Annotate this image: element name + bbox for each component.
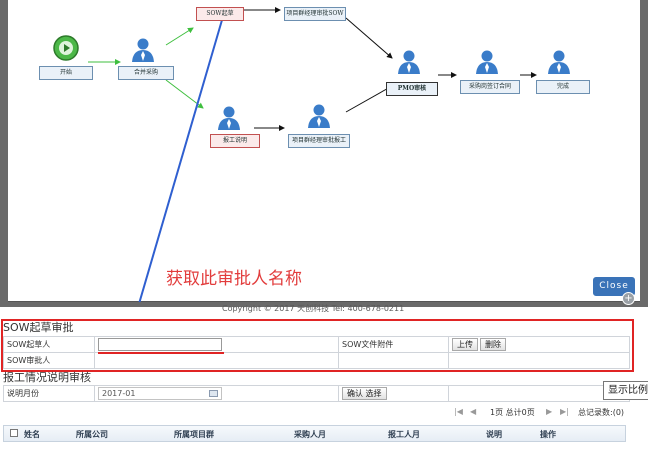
report-note-label: 报工说明 [210,134,260,148]
edge-merge-sow [165,27,194,46]
select-all-checkbox[interactable] [10,429,18,437]
report-form-table: 说明月份 2017-01 确认 选择 [3,385,630,402]
start-node-icon[interactable] [52,34,80,62]
confirm-select-button[interactable]: 确认 选择 [342,387,387,400]
merge-purchase-label: 合并采购 [118,66,174,80]
col-company[interactable]: 所属公司 [76,430,108,439]
pm-review-report-person-icon[interactable] [306,102,332,128]
total-records: 总记录数:(0) [578,408,625,417]
pm-review-sow-label: 项目群经理审批SOW [284,7,346,21]
col-purchase-months[interactable]: 采购人月 [294,430,326,439]
col-project-group[interactable]: 所属项目群 [174,430,214,439]
sow-draft-label: SOW起草 [196,7,244,21]
report-confirm-cell: 确认 选择 [338,385,449,402]
grid-header: 姓名 所属公司 所属项目群 采购人月 报工人月 说明 操作 [3,425,626,442]
close-button[interactable]: Close [592,276,636,297]
next-page-icon[interactable]: ▶ [546,407,553,416]
done-person-icon[interactable] [546,48,572,74]
merge-purchase-person-icon[interactable] [130,36,156,62]
col-name[interactable]: 姓名 [24,430,40,439]
flow-connectors [88,7,537,302]
edge-pmreport-pmo [345,85,393,113]
pmo-review-label: PMO审核 [386,82,438,96]
last-page-icon[interactable]: ▶| [560,407,569,416]
prev-page-icon[interactable]: ◀ [470,407,477,416]
report-month-cell: 2017-01 [94,385,339,402]
sow-drafter-input[interactable] [98,338,222,351]
report-month-value: 2017-01 [102,389,136,398]
calendar-icon[interactable] [209,390,218,397]
pager: |◀ ◀ 1页 总计0页 ▶ ▶| 总记录数:(0) [450,406,630,420]
sow-section-title: SOW起草审批 [3,321,74,334]
page-info: 1页 总计0页 [490,408,535,417]
col-report-months[interactable]: 报工人月 [388,430,420,439]
workflow-modal: 开始 合并采购 SOW起草 项目群经理审批SOW 报工说明 项目群经理审批报工 … [0,0,648,313]
highlight-underline [98,352,224,354]
report-month-input[interactable]: 2017-01 [98,387,222,400]
sow-form-table: SOW起草人 SOW文件附件 上传删除 SOW审批人 [3,336,630,369]
highlight-box [1,319,634,372]
sow-empty-cell-2 [448,352,630,369]
pm-review-report-label: 项目群经理审批报工 [288,134,350,148]
first-page-icon[interactable]: |◀ [454,407,463,416]
report-section-title: 报工情况说明审核 [3,371,91,384]
col-note[interactable]: 说明 [486,430,502,439]
zoom-plus-icon[interactable]: + [622,292,635,305]
copyright-text: Copyright © 2017 天创科技 Tel: 400-678-0211 [222,304,405,313]
upload-button[interactable]: 上传 [452,338,478,351]
report-month-label: 说明月份 [3,385,95,402]
zoom-tooltip: 显示比例 [603,381,648,400]
start-node-label: 开始 [39,66,93,80]
annotation-arrow [138,19,223,302]
done-label: 完成 [536,80,590,94]
edge-pmsow-pmo [345,17,393,59]
delete-button[interactable]: 删除 [480,338,506,351]
purchase-contract-label: 采购岗签订合同 [460,80,520,94]
workflow-canvas: 开始 合并采购 SOW起草 项目群经理审批SOW 报工说明 项目群经理审批报工 … [8,0,640,302]
annotation-text: 获取此审批人名称 [166,269,302,289]
pmo-review-person-icon[interactable] [396,48,422,74]
report-note-person-icon[interactable] [216,104,242,130]
purchase-contract-person-icon[interactable] [474,48,500,74]
sow-drafter-cell [94,336,339,353]
sow-attachment-cell: 上传删除 [448,336,630,353]
col-action[interactable]: 操作 [540,430,556,439]
